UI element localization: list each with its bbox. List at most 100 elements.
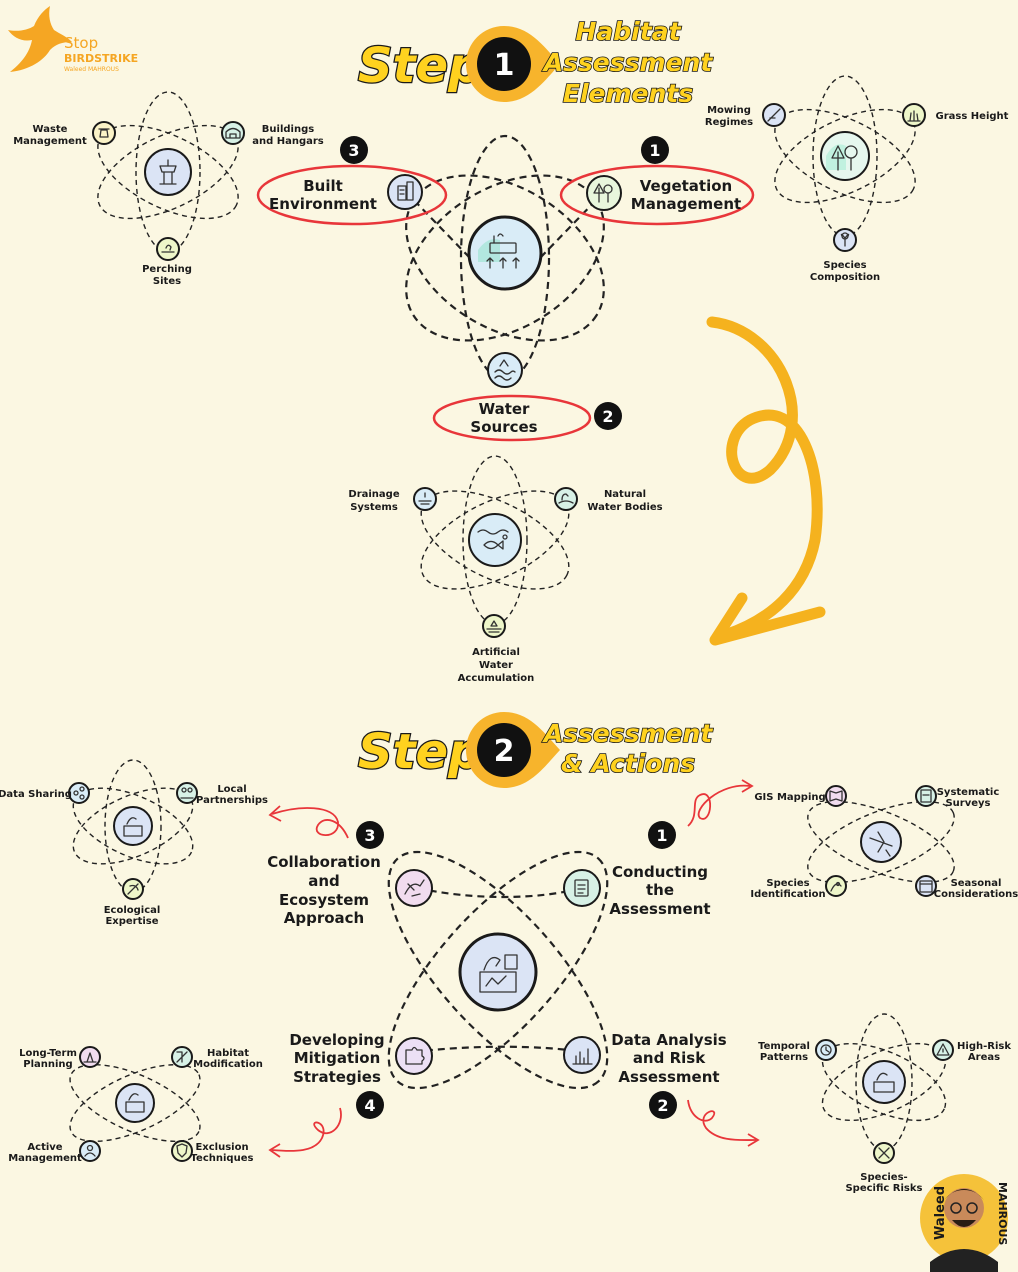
bird-assessment-icon: [125, 1093, 145, 1113]
fish-water-icon: [477, 529, 509, 550]
label-perching-line2: Sites: [153, 276, 181, 287]
bird-collab-icon: [404, 879, 425, 897]
shield-icon: [176, 1143, 188, 1158]
label-waste-line2: Management: [13, 136, 87, 147]
survey-icon: [920, 789, 932, 803]
step2-item-collaboration: 3 Collaboration and Ecosystem Approach: [267, 805, 433, 927]
brand-line3: Waleed MAHROUS: [64, 66, 119, 73]
label-collab-line3: Ecosystem: [279, 891, 369, 909]
step2-title-line2: & Actions: [561, 749, 695, 778]
label-systematic-line2: Surveys: [945, 798, 990, 809]
step2-main-atom: [387, 850, 609, 1090]
step1-title-line2: Assessment: [542, 48, 714, 77]
building-icon: [397, 181, 414, 201]
step1-item-built-environment: 3 Built Environment: [256, 136, 448, 226]
active-mgmt-icon: [84, 1144, 96, 1157]
badge-2-text: 2: [602, 407, 613, 426]
label-temporal-line2: Patterns: [760, 1052, 808, 1063]
label-artificial-line3: Accumulation: [458, 673, 535, 684]
vegetation-cluster: Mowing Regimes Grass Height Species Comp…: [705, 75, 1009, 283]
author-last-name: MAHROUS: [996, 1182, 1009, 1245]
label-data-sharing: Data Sharing: [0, 789, 72, 800]
badge-s2-1: [648, 821, 676, 849]
bird-id-icon: [830, 881, 842, 892]
highlight-ellipse: [432, 394, 592, 442]
badge-3-text: 3: [348, 141, 359, 160]
brand-line1: Stop: [64, 34, 98, 52]
step1-header: Step 1 Habitat Assessment Elements: [357, 16, 714, 109]
label-mitigation-line1: Developing: [289, 1031, 384, 1049]
airport-habitat-icon: [486, 233, 520, 269]
analysis-cluster: Temporal Patterns High-Risk Areas Specie…: [758, 1013, 1011, 1194]
badge-s2-2-text: 2: [657, 1096, 668, 1115]
label-mowing-line1: Mowing: [707, 105, 751, 116]
step1-item-water-sources: Water Sources 2: [432, 352, 622, 442]
label-drainage-line2: Systems: [350, 502, 398, 513]
badge-1-text: 1: [649, 141, 660, 160]
label-mowing-line2: Regimes: [705, 117, 753, 128]
mitigation-cluster: Long-Term Planning Habitat Modification …: [8, 1046, 263, 1164]
badge-s2-3-text: 3: [364, 826, 375, 845]
label-mitigation-line3: Strategies: [293, 1068, 381, 1086]
water-sources-cluster: Drainage Systems Natural Water Bodies Ar…: [348, 455, 663, 684]
label-seasonal-line2: Considerations: [934, 889, 1018, 900]
label-mitigation-line2: Mitigation: [294, 1049, 381, 1067]
step1-number-circle: [477, 37, 531, 91]
calendar-icon: [919, 880, 933, 893]
collaboration-cluster: Data Sharing Local Partnerships Ecologic…: [0, 759, 268, 927]
hangar-icon: [225, 127, 241, 139]
puzzle-icon: [405, 1046, 425, 1065]
label-collab-line2: and: [308, 872, 340, 890]
step2-number-circle: [477, 723, 531, 777]
eco-icon: [127, 883, 139, 895]
airplane-bird-icon: [869, 831, 893, 857]
step2-header: Step 2 Assessment & Actions: [357, 712, 714, 788]
label-seasonal-line1: Seasonal: [951, 878, 1002, 889]
label-long-term-line1: Long-Term: [19, 1048, 77, 1059]
control-tower-icon: [159, 159, 177, 185]
label-habitat-mod-line1: Habitat: [207, 1048, 249, 1059]
label-conducting-line3: Assessment: [609, 900, 710, 918]
label-local-line1: Local: [217, 784, 246, 795]
puddle-icon: [486, 620, 502, 633]
built-environment-cluster: Waste Management Buildings and Hangars P…: [13, 91, 324, 287]
share-icon: [73, 786, 85, 800]
water-wave-icon: [494, 359, 516, 381]
risk-icon: [936, 1043, 950, 1056]
label-temporal-line1: Temporal: [758, 1041, 810, 1052]
clipboard-icon: [574, 879, 589, 897]
species-risk-icon: [878, 1147, 890, 1159]
label-built-line1: Built: [303, 177, 343, 195]
highlight-ellipse: [256, 164, 448, 226]
label-species-comp-line2: Composition: [810, 272, 880, 283]
label-conducting-line2: the: [646, 881, 674, 899]
step1-title-line1: Habitat: [575, 17, 681, 46]
duck-pond-icon: [558, 493, 574, 504]
conducting-cluster: GIS Mapping Systematic Surveys Species I…: [750, 785, 1018, 900]
bird-assessment-icon: [479, 954, 518, 993]
step1-hub: [467, 215, 543, 291]
label-high-risk-line2: Areas: [968, 1052, 1000, 1063]
label-buildings-line1: Buildings: [262, 124, 314, 135]
step2-title-line1: Assessment: [542, 719, 714, 748]
badge-2: [594, 402, 622, 430]
label-natural-line1: Natural: [604, 489, 646, 500]
waste-icon: [98, 128, 110, 138]
label-species-risk-line1: Species-: [860, 1172, 907, 1183]
label-species-id-line2: Identification: [750, 889, 825, 900]
label-analysis-line2: and Risk: [633, 1049, 706, 1067]
partners-icon: [180, 787, 194, 799]
label-active-line1: Active: [27, 1142, 62, 1153]
step2-item-data-analysis: Data Analysis and Risk Assessment 2: [563, 1031, 760, 1147]
badge-3: [340, 136, 368, 164]
highlight-ellipse: [559, 164, 755, 226]
brand-logo: Stop BIRDSTRIKE Waleed MAHROUS: [8, 6, 138, 73]
label-collab-line1: Collaboration: [267, 853, 381, 871]
clock-icon: [820, 1044, 832, 1056]
label-waste-line1: Waste: [33, 124, 68, 135]
mower-icon: [767, 108, 781, 122]
step2-word: Step: [358, 724, 482, 780]
label-systematic-line1: Systematic: [937, 787, 1000, 798]
planning-icon: [83, 1052, 97, 1063]
